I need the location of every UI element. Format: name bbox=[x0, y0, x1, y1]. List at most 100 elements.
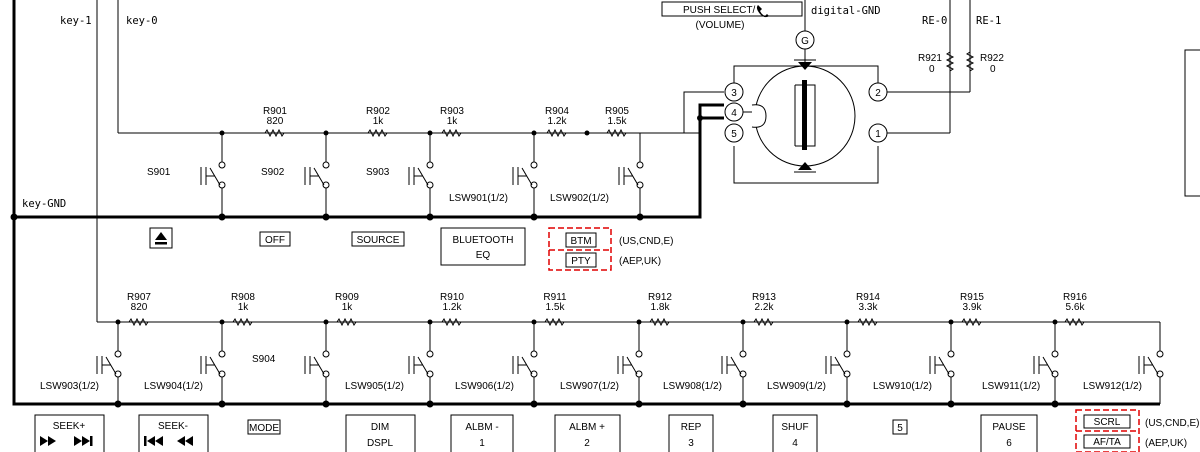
bottom-resistor-r914: R914 3.3k bbox=[856, 292, 880, 313]
switch-label-lsw904: LSW904(1/2) bbox=[144, 381, 203, 392]
svg-text:3.9k: 3.9k bbox=[963, 302, 983, 313]
bottom-resistor-r911: R911 1.5k bbox=[543, 292, 567, 313]
svg-text:1.5k: 1.5k bbox=[546, 302, 566, 313]
switch-label-lsw911: LSW911(1/2) bbox=[982, 381, 1040, 392]
rewind-icon bbox=[144, 436, 193, 446]
bottom-resistor-r908: R908 1k bbox=[231, 292, 255, 313]
switch-label-s904: S904 bbox=[252, 354, 276, 365]
bottom-resistor-r913: R913 2.2k bbox=[752, 292, 776, 313]
top-resistor-r902: R902 1k bbox=[366, 106, 390, 127]
svg-text:ALBM +: ALBM + bbox=[569, 422, 605, 433]
switch-label-s901: S901 bbox=[147, 167, 171, 178]
mode-key: MODE bbox=[247, 419, 281, 435]
dim-dspl-key: DIM DSPL bbox=[345, 414, 416, 452]
svg-text:R914: R914 bbox=[856, 292, 880, 303]
pullup-r922-ref: R922 bbox=[980, 53, 1004, 64]
svg-text:R908: R908 bbox=[231, 292, 255, 303]
top-resistor-r903: R903 1k bbox=[440, 106, 464, 127]
svg-text:820: 820 bbox=[267, 116, 284, 127]
svg-text:OFF: OFF bbox=[265, 235, 285, 246]
svg-text:EQ: EQ bbox=[476, 250, 491, 261]
switch-label-lsw906: LSW906(1/2) bbox=[455, 381, 514, 392]
five-key: 5 bbox=[892, 419, 908, 435]
phone-icon bbox=[756, 5, 769, 18]
svg-text:R904: R904 bbox=[545, 106, 569, 117]
svg-text:R912: R912 bbox=[648, 292, 672, 303]
fast-forward-icon bbox=[40, 436, 93, 446]
btm-pty-variant: BTM PTY (US,CND,E) (AEP,UK) bbox=[548, 227, 673, 271]
rep-key: REP 3 bbox=[668, 414, 714, 452]
svg-text:2.2k: 2.2k bbox=[755, 302, 775, 313]
svg-text:DSPL: DSPL bbox=[367, 438, 394, 449]
svg-text:SEEK+: SEEK+ bbox=[53, 421, 86, 432]
switch-label-lsw907: LSW907(1/2) bbox=[560, 381, 619, 392]
svg-text:1.5k: 1.5k bbox=[608, 116, 628, 127]
bottom-resistor-r916: R916 5.6k bbox=[1063, 292, 1087, 313]
top-row-wires bbox=[117, 0, 724, 134]
svg-text:820: 820 bbox=[131, 302, 148, 313]
bottom-resistor-r907: R907 820 bbox=[127, 292, 151, 313]
svg-text:DIM: DIM bbox=[371, 422, 389, 433]
seek-minus-key: SEEK- bbox=[138, 414, 209, 452]
svg-text:5: 5 bbox=[731, 129, 737, 140]
bluetooth-eq-key: BLUETOOTH EQ bbox=[440, 227, 526, 266]
svg-text:1k: 1k bbox=[238, 302, 250, 313]
bottom-resistor-r910: R910 1.2k bbox=[440, 292, 464, 313]
svg-text:R910: R910 bbox=[440, 292, 464, 303]
region-note-us: (US,CND,E) bbox=[619, 236, 673, 247]
net-label-re0: RE-0 bbox=[922, 15, 947, 27]
pty-key: PTY bbox=[571, 256, 591, 267]
eject-key bbox=[149, 227, 173, 249]
svg-text:R911: R911 bbox=[543, 292, 567, 303]
bottom-resistor-r912: R912 1.8k bbox=[648, 292, 672, 313]
bottom-resistor-r915: R915 3.9k bbox=[960, 292, 984, 313]
pause-key: PAUSE 6 bbox=[980, 414, 1038, 452]
svg-text:4: 4 bbox=[792, 438, 798, 449]
bottom-resistors: R907 820 R908 1k R909 1k R910 1.2k R911 … bbox=[127, 292, 1087, 326]
svg-text:R909: R909 bbox=[335, 292, 359, 303]
svg-text:1: 1 bbox=[479, 438, 485, 449]
volume-label: (VOLUME) bbox=[696, 20, 745, 31]
eject-icon bbox=[155, 232, 167, 240]
off-key: OFF bbox=[259, 231, 291, 247]
push-select-label: PUSH SELECT/ bbox=[683, 5, 755, 16]
region-note-us-bottom: (US,CND,E) bbox=[1145, 418, 1199, 429]
svg-text:R903: R903 bbox=[440, 106, 464, 117]
svg-text:R915: R915 bbox=[960, 292, 984, 303]
scrl-afta-variant: SCRL AF/TA (US,CND,E) (AEP,UK) bbox=[1075, 409, 1199, 452]
svg-text:MODE: MODE bbox=[249, 423, 279, 434]
shuf-key: SHUF 4 bbox=[772, 414, 818, 452]
switch-label-lsw902: LSW902(1/2) bbox=[550, 193, 609, 204]
svg-text:1.2k: 1.2k bbox=[548, 116, 568, 127]
svg-text:R902: R902 bbox=[366, 106, 390, 117]
svg-text:1k: 1k bbox=[373, 116, 385, 127]
switch-label-s903: S903 bbox=[366, 167, 390, 178]
key-gnd-bus bbox=[10, 0, 1160, 406]
svg-text:R916: R916 bbox=[1063, 292, 1087, 303]
rotary-encoder: PUSH SELECT/ (VOLUME) G 3 4 5 2 1 bbox=[661, 0, 1200, 197]
pullup-r921-ref: R921 bbox=[918, 53, 942, 64]
bottom-keys: SEEK+ SEEK- MODE bbox=[34, 409, 1199, 452]
svg-text:1k: 1k bbox=[342, 302, 354, 313]
net-label-re1: RE-1 bbox=[976, 15, 1001, 27]
region-note-eu: (AEP,UK) bbox=[619, 256, 661, 267]
svg-text:G: G bbox=[801, 36, 809, 47]
switch-label-lsw908: LSW908(1/2) bbox=[663, 381, 722, 392]
top-resistor-r905: R905 1.5k bbox=[605, 106, 629, 127]
bottom-resistor-r909: R909 1k bbox=[335, 292, 359, 313]
switch-label-lsw910: LSW910(1/2) bbox=[873, 381, 932, 392]
svg-text:BLUETOOTH: BLUETOOTH bbox=[453, 235, 514, 246]
svg-text:1.2k: 1.2k bbox=[443, 302, 463, 313]
svg-text:6: 6 bbox=[1006, 438, 1012, 449]
svg-text:3: 3 bbox=[688, 438, 694, 449]
net-label-digital-gnd: digital-GND bbox=[811, 5, 881, 17]
top-resistors: R901 820 R902 1k R903 1k R904 1.2k R905 … bbox=[263, 106, 629, 137]
svg-text:4: 4 bbox=[731, 108, 737, 119]
switch-label-lsw905: LSW905(1/2) bbox=[345, 381, 404, 392]
net-label-key0: key-0 bbox=[126, 15, 158, 27]
svg-text:5: 5 bbox=[897, 423, 903, 434]
btm-key: BTM bbox=[570, 236, 591, 247]
pullup-r922-value: 0 bbox=[990, 64, 996, 75]
top-resistor-r901: R901 820 bbox=[263, 106, 287, 127]
svg-text:ALBM -: ALBM - bbox=[465, 422, 498, 433]
